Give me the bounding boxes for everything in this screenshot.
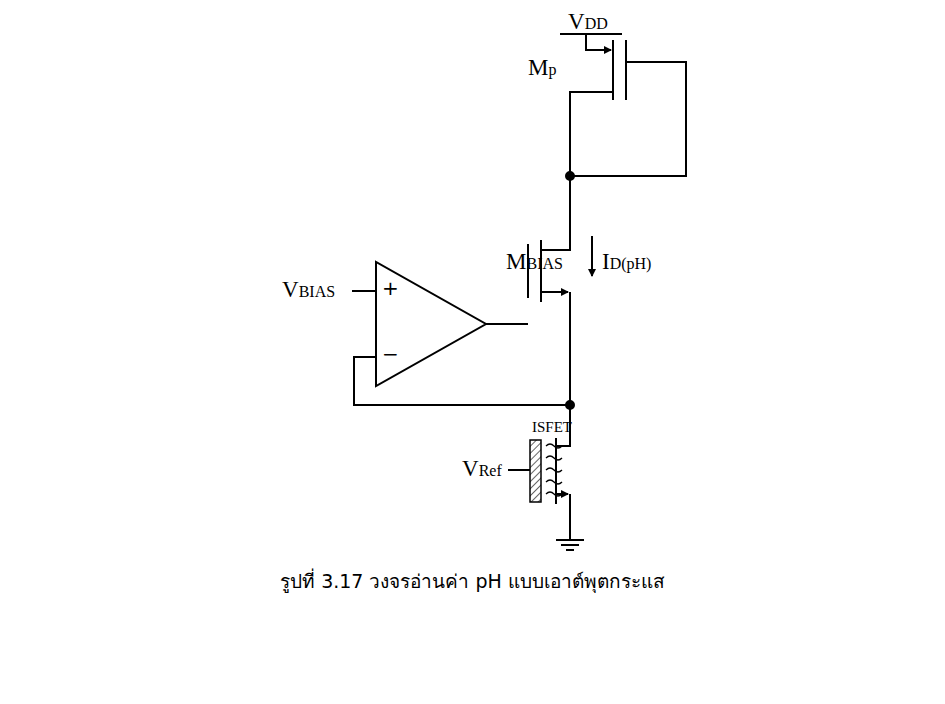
input-sign: +: [382, 278, 399, 298]
signal-name: VBIAS: [282, 278, 335, 301]
ground-symbol: [556, 540, 584, 550]
signal-name: VRef: [462, 457, 502, 480]
figure-caption: รูปที่ 3.17 วงจรอ่านค่า pH แบบเอาต์พุตกร…: [0, 566, 945, 596]
opamp: [352, 262, 570, 405]
input-sign: −: [382, 344, 399, 364]
transistor-name: Mp: [528, 56, 556, 79]
transistor-name: MBIAS: [506, 250, 563, 273]
current-label: ID(pH): [602, 250, 651, 273]
supply-label: VDD: [568, 10, 608, 33]
pmos-mp: [570, 34, 686, 176]
nmos-mbias: [528, 176, 570, 405]
current-arrow: [591, 236, 593, 276]
sensor-name: ISFET: [532, 420, 572, 435]
